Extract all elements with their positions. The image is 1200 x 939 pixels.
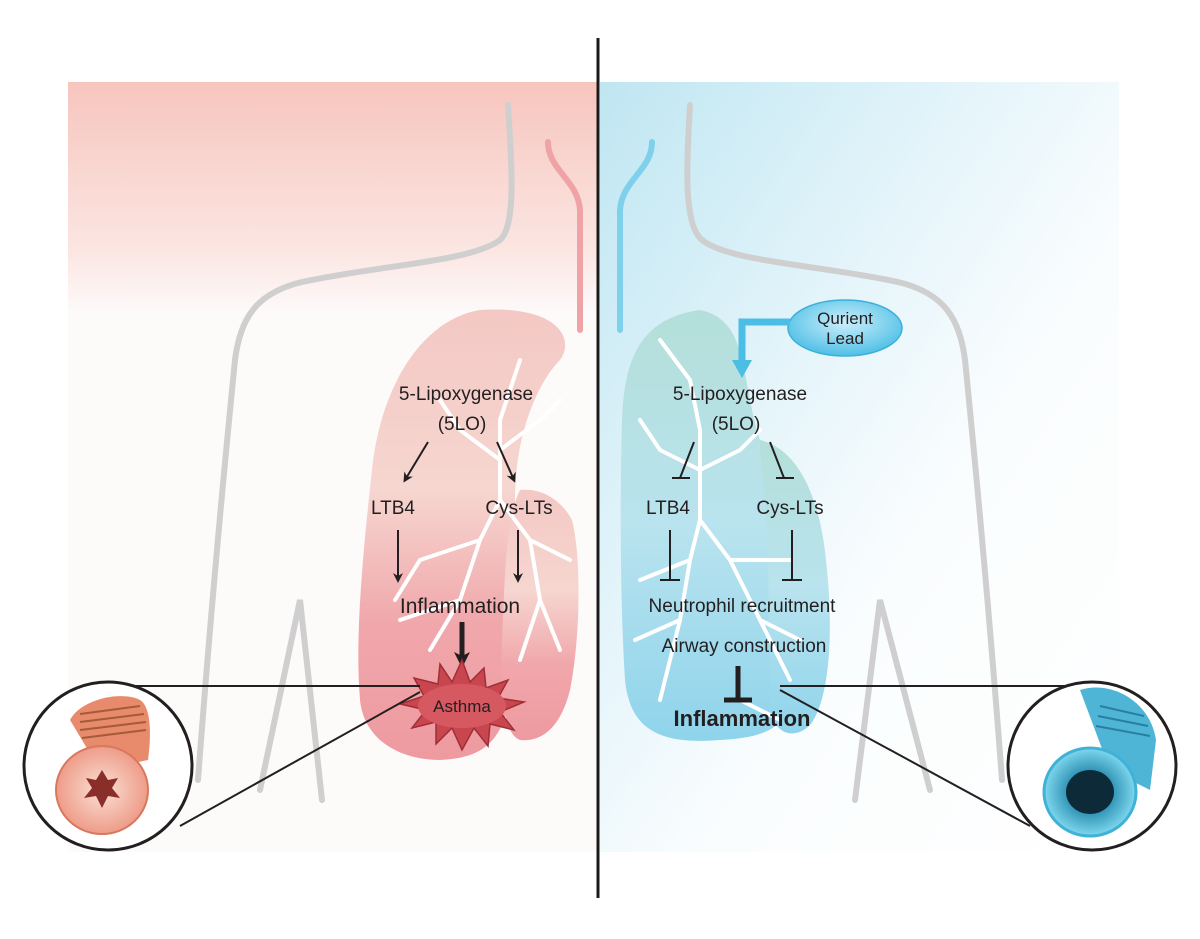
right-cys-lts-label: Cys-LTs xyxy=(756,498,823,519)
open-airway-icon xyxy=(1006,680,1178,852)
right-inhibit-ltb4 xyxy=(660,530,680,581)
qurient-lead-bubble xyxy=(787,299,903,357)
right-enzyme-label: 5-Lipoxygenase xyxy=(673,384,807,405)
right-inflammation-label: Inflammation xyxy=(674,706,811,731)
right-inhibit-cys xyxy=(782,530,802,581)
left-inflammation-label: Inflammation xyxy=(400,595,520,618)
left-body-outline xyxy=(195,102,515,803)
right-enzyme-abbr: (5LO) xyxy=(712,414,761,435)
right-ltb4-label: LTB4 xyxy=(646,498,690,519)
right-inhibit-5lo-to-cys xyxy=(769,441,794,479)
left-arrow-5lo-to-cys xyxy=(496,441,516,483)
right-lungs xyxy=(620,310,830,741)
qurient-lead-line2: Lead xyxy=(826,329,864,348)
right-inhibit-inflammation xyxy=(724,666,752,703)
right-zoom-line-bottom xyxy=(779,689,1031,827)
left-enzyme-abbr: (5LO) xyxy=(438,414,487,435)
constricted-airway-icon xyxy=(22,680,194,852)
left-zoom-line-bottom xyxy=(179,691,421,827)
lead-arrow-head xyxy=(732,360,752,378)
qurient-lead-line1: Qurient xyxy=(817,309,873,328)
left-cys-lts-label: Cys-LTs xyxy=(485,498,552,519)
left-enzyme-label: 5-Lipoxygenase xyxy=(399,384,533,405)
airway-construction-label: Airway construction xyxy=(662,636,827,657)
neutrophil-recruitment-label: Neutrophil recruitment xyxy=(649,596,837,617)
right-body-outline xyxy=(684,102,1005,803)
left-lungs xyxy=(358,309,579,760)
right-inhibit-5lo-to-ltb4 xyxy=(672,441,695,479)
asthma-label: Asthma xyxy=(433,697,491,716)
asthma-star xyxy=(397,658,527,752)
left-ltb4-label: LTB4 xyxy=(371,498,415,519)
left-arrow-5lo-to-ltb4 xyxy=(403,441,429,483)
right-trachea xyxy=(617,139,655,333)
left-trachea xyxy=(545,139,583,333)
lead-to-5lo-arrow xyxy=(738,318,790,362)
